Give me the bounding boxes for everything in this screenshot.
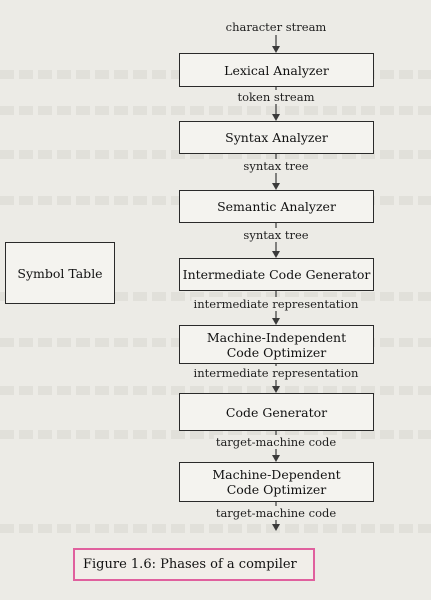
- figure-caption: Figure 1.6: Phases of a compiler: [73, 548, 315, 581]
- stage-label: Machine-Dependent Code Optimizer: [212, 467, 340, 497]
- flow-label-target-machine-code-2: target-machine code: [213, 506, 339, 520]
- background-text-ghost: [0, 386, 431, 395]
- stage-label-line: Machine-Independent: [206, 329, 347, 345]
- stage-label: Semantic Analyzer: [217, 199, 336, 214]
- flow-label-intermediate-representation: intermediate representation: [191, 297, 361, 311]
- stage-label: Intermediate Code Generator: [182, 267, 371, 282]
- stage-label-line: Code Optimizer: [226, 482, 327, 497]
- arrow-head: [272, 183, 280, 190]
- flow-label-intermediate-representation-2: intermediate representation: [191, 366, 361, 380]
- background-text-ghost: [0, 106, 431, 115]
- stage-label: Lexical Analyzer: [224, 62, 329, 78]
- background-text-ghost: [0, 524, 431, 533]
- stage-machine-dependent-code-optimizer: Machine-Dependent Code Optimizer: [179, 462, 374, 502]
- stage-syntax-analyzer: Syntax Analyzer: [179, 121, 374, 154]
- stage-machine-independent-code-optimizer: Machine-Independent Code Optimizer: [179, 325, 374, 364]
- stage-lexical-analyzer: Lexical Analyzer: [179, 53, 374, 87]
- arrow-head: [272, 386, 280, 393]
- arrow-head: [272, 524, 280, 531]
- symbol-table-box: Symbol Table: [5, 242, 115, 304]
- symbol-table-label: Symbol Table: [17, 265, 103, 281]
- arrow-head: [272, 114, 280, 121]
- stage-intermediate-code-generator: Intermediate Code Generator: [179, 258, 374, 291]
- arrow-head: [272, 318, 280, 325]
- background-text-ghost: [0, 292, 431, 301]
- stage-label: Syntax Analyzer: [225, 130, 328, 145]
- stage-label: Machine-Independent Code Optimizer: [207, 330, 346, 360]
- stage-code-generator: Code Generator: [179, 393, 374, 431]
- stage-label-line: Machine-Dependent: [212, 467, 341, 482]
- flow-label-token-stream: token stream: [235, 90, 317, 104]
- flow-label-character-stream: character stream: [223, 20, 329, 34]
- stage-label: Code Generator: [225, 404, 328, 420]
- stage-semantic-analyzer: Semantic Analyzer: [179, 190, 374, 223]
- flow-label-syntax-tree: syntax tree: [241, 159, 311, 173]
- arrow-head: [272, 455, 280, 462]
- arrow-head: [272, 251, 280, 258]
- stage-label-line: Code Optimizer: [226, 344, 327, 360]
- arrow-head: [272, 46, 280, 53]
- background-text-ghost: [0, 430, 431, 439]
- background-text-ghost: [0, 150, 431, 159]
- caption-text: Figure 1.6: Phases of a compiler: [83, 557, 297, 572]
- flow-label-target-machine-code: target-machine code: [213, 435, 339, 449]
- flow-label-syntax-tree-2: syntax tree: [241, 228, 311, 242]
